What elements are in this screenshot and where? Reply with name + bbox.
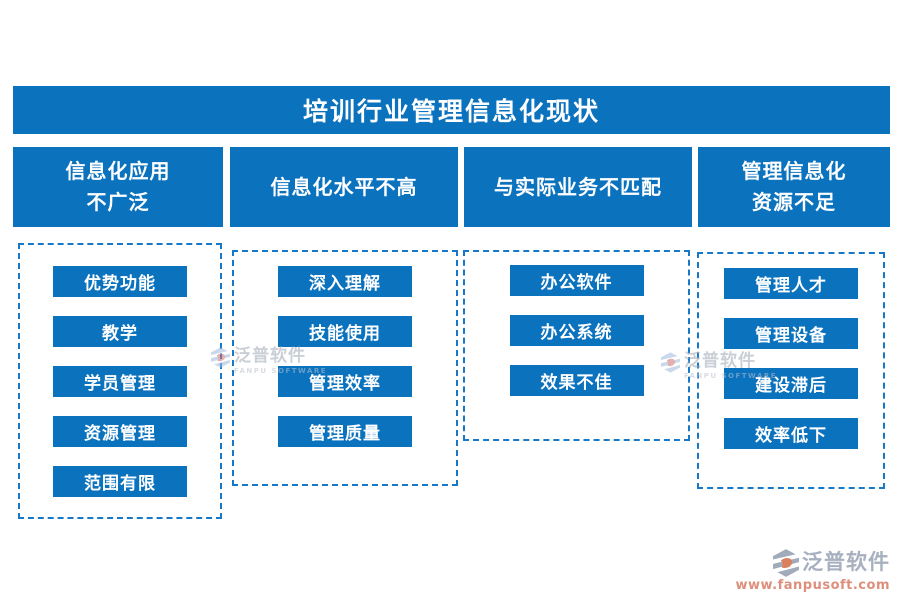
item-box: 效果不佳 — [509, 365, 644, 396]
header-line: 不广泛 — [86, 190, 150, 214]
column-header-4: 管理信息化 资源不足 — [698, 147, 890, 227]
item-box: 管理人才 — [724, 268, 858, 299]
column-group-3: 办公软件 办公系统 效果不佳 — [463, 250, 690, 441]
item-box: 教学 — [53, 316, 187, 347]
item-box: 学员管理 — [53, 366, 187, 397]
header-line: 信息化水平不高 — [270, 174, 418, 199]
header-line: 管理信息化 — [741, 159, 847, 183]
item-box: 效率低下 — [724, 418, 858, 449]
item-box: 办公系统 — [509, 315, 644, 346]
item-box: 资源管理 — [53, 416, 187, 447]
footer-brand: 泛普软件 www.fanpusoft.com — [735, 549, 890, 593]
footer-brand-url: www.fanpusoft.com — [735, 578, 890, 593]
item-box: 管理设备 — [724, 318, 858, 349]
column-header-2: 信息化水平不高 — [230, 147, 458, 227]
fanpu-logo-icon — [773, 549, 799, 577]
column-group-4: 管理人才 管理设备 建设滞后 效率低下 — [697, 252, 885, 489]
column-header-3: 与实际业务不匹配 — [464, 147, 692, 227]
item-box: 管理效率 — [278, 366, 412, 397]
header-line: 信息化应用 — [65, 159, 171, 183]
column-group-2: 深入理解 技能使用 管理效率 管理质量 — [232, 250, 458, 486]
item-box: 深入理解 — [278, 266, 412, 297]
item-box: 办公软件 — [509, 265, 644, 296]
footer-brand-name: 泛普软件 — [802, 550, 890, 575]
column-group-1: 优势功能 教学 学员管理 资源管理 范围有限 — [18, 243, 222, 519]
item-box: 优势功能 — [53, 266, 187, 297]
item-box: 管理质量 — [278, 416, 412, 447]
item-box: 建设滞后 — [724, 368, 858, 399]
header-line: 与实际业务不匹配 — [494, 174, 662, 199]
column-header-1: 信息化应用 不广泛 — [13, 147, 223, 227]
header-line: 资源不足 — [752, 190, 836, 214]
diagram-title: 培训行业管理信息化现状 — [13, 86, 890, 134]
item-box: 技能使用 — [278, 316, 412, 347]
item-box: 范围有限 — [53, 466, 187, 497]
